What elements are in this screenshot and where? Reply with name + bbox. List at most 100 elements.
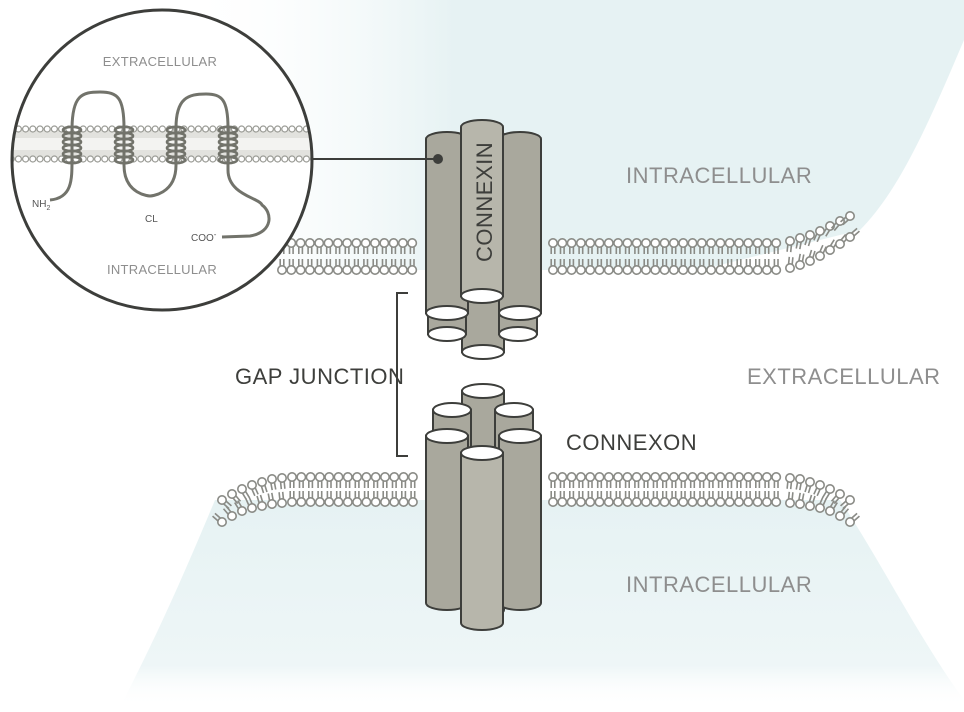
- lipid-head: [314, 264, 325, 275]
- lipid-head: [724, 264, 735, 275]
- lipid-head: [834, 510, 845, 521]
- lipid-head: [276, 472, 287, 483]
- lipid-head: [286, 471, 297, 482]
- lipid-head: [585, 496, 596, 507]
- lipid-head: [575, 264, 586, 275]
- lipid-head: [771, 264, 782, 275]
- lipid-head: [388, 264, 399, 275]
- bottom-membrane: [212, 471, 860, 527]
- lipid-head: [594, 264, 605, 275]
- lipid-head: [659, 264, 670, 275]
- lipid-head: [237, 483, 248, 494]
- lipid-head: [668, 471, 679, 482]
- lipid-head: [295, 238, 306, 249]
- lipid-head: [566, 496, 577, 507]
- top-membrane: [276, 211, 860, 275]
- lipid-head: [585, 238, 596, 249]
- lipid-head: [360, 238, 371, 249]
- lipid-head: [771, 471, 782, 482]
- lipid-head: [687, 471, 698, 482]
- lipid-head: [547, 238, 558, 249]
- lipid-head: [557, 471, 568, 482]
- lipid-head: [650, 496, 661, 507]
- lipid-head: [668, 496, 679, 507]
- lipid-head: [323, 238, 334, 249]
- lipid-head: [794, 233, 805, 244]
- lipid-head: [407, 471, 418, 482]
- lipid-head: [804, 476, 815, 487]
- lipid-head: [659, 471, 670, 482]
- lipid-head: [650, 238, 661, 249]
- lipid-head: [407, 264, 418, 275]
- lipid-head: [804, 255, 815, 266]
- lipid-head: [603, 471, 614, 482]
- connexin-cylinder-front: [460, 119, 504, 304]
- lipid-head: [622, 264, 633, 275]
- lipid-head: [388, 238, 399, 249]
- lipid-head: [575, 238, 586, 249]
- lipid-head: [351, 264, 362, 275]
- lipid-head: [804, 500, 815, 511]
- top-connexon: [425, 119, 542, 360]
- lipid-head: [706, 238, 717, 249]
- lipid-head: [314, 471, 325, 482]
- lipid-head: [824, 483, 835, 494]
- lipid-head: [631, 238, 642, 249]
- lipid-head: [761, 496, 772, 507]
- lipid-head: [743, 264, 754, 275]
- lipid-head: [333, 496, 344, 507]
- lipid-head: [379, 264, 390, 275]
- lipid-head: [794, 498, 805, 509]
- lipid-head: [603, 238, 614, 249]
- lipid-head: [752, 238, 763, 249]
- lipid-head: [585, 471, 596, 482]
- extracellular-middle-label: EXTRACELLULAR: [747, 364, 941, 389]
- lipid-head: [295, 264, 306, 275]
- lipid-head: [276, 497, 287, 508]
- lipid-head: [706, 264, 717, 275]
- lipid-head: [613, 496, 624, 507]
- lipid-head: [305, 496, 316, 507]
- lipid-head: [733, 496, 744, 507]
- inset-magnifier: EXTRACELLULAR INTRACELLULAR NH2 CL COO-: [10, 8, 314, 312]
- lipid-head: [247, 502, 258, 513]
- lipid-head: [696, 264, 707, 275]
- lipid-head: [332, 238, 343, 249]
- lipid-head: [724, 496, 735, 507]
- lipid-head: [631, 264, 642, 275]
- lipid-head: [594, 471, 605, 482]
- lipid-head: [379, 496, 390, 507]
- lipid-head: [771, 238, 782, 249]
- lipid-head: [585, 264, 596, 275]
- lipid-head: [715, 496, 726, 507]
- lipid-head: [613, 471, 624, 482]
- transmembrane-helices: [61, 125, 239, 165]
- lipid-head: [844, 211, 855, 222]
- lipid-head: [370, 471, 381, 482]
- c-terminus-label: COO-: [191, 230, 217, 244]
- lipid-head: [333, 471, 344, 482]
- lipid-head: [575, 471, 586, 482]
- lipid-head: [286, 496, 297, 507]
- lipid-head: [557, 238, 568, 249]
- lipid-head: [696, 471, 707, 482]
- connexin-cylinder-front: [460, 445, 504, 631]
- lipid-head: [804, 230, 815, 241]
- lipid-head: [834, 488, 845, 499]
- lipid-head: [256, 476, 267, 487]
- lipid-head: [631, 471, 642, 482]
- lipid-head: [286, 264, 297, 275]
- lipid-head: [227, 510, 238, 521]
- lipid-head: [794, 473, 805, 484]
- lipid-head: [407, 238, 418, 249]
- lipid-head: [715, 471, 726, 482]
- lipid-head: [752, 471, 763, 482]
- lipid-head: [296, 471, 307, 482]
- lipid-head: [724, 471, 735, 482]
- lipid-head: [594, 496, 605, 507]
- inset-extracellular-label: EXTRACELLULAR: [103, 54, 217, 69]
- lipid-head: [622, 238, 633, 249]
- lipid-head: [844, 516, 855, 527]
- lipid-head: [304, 238, 315, 249]
